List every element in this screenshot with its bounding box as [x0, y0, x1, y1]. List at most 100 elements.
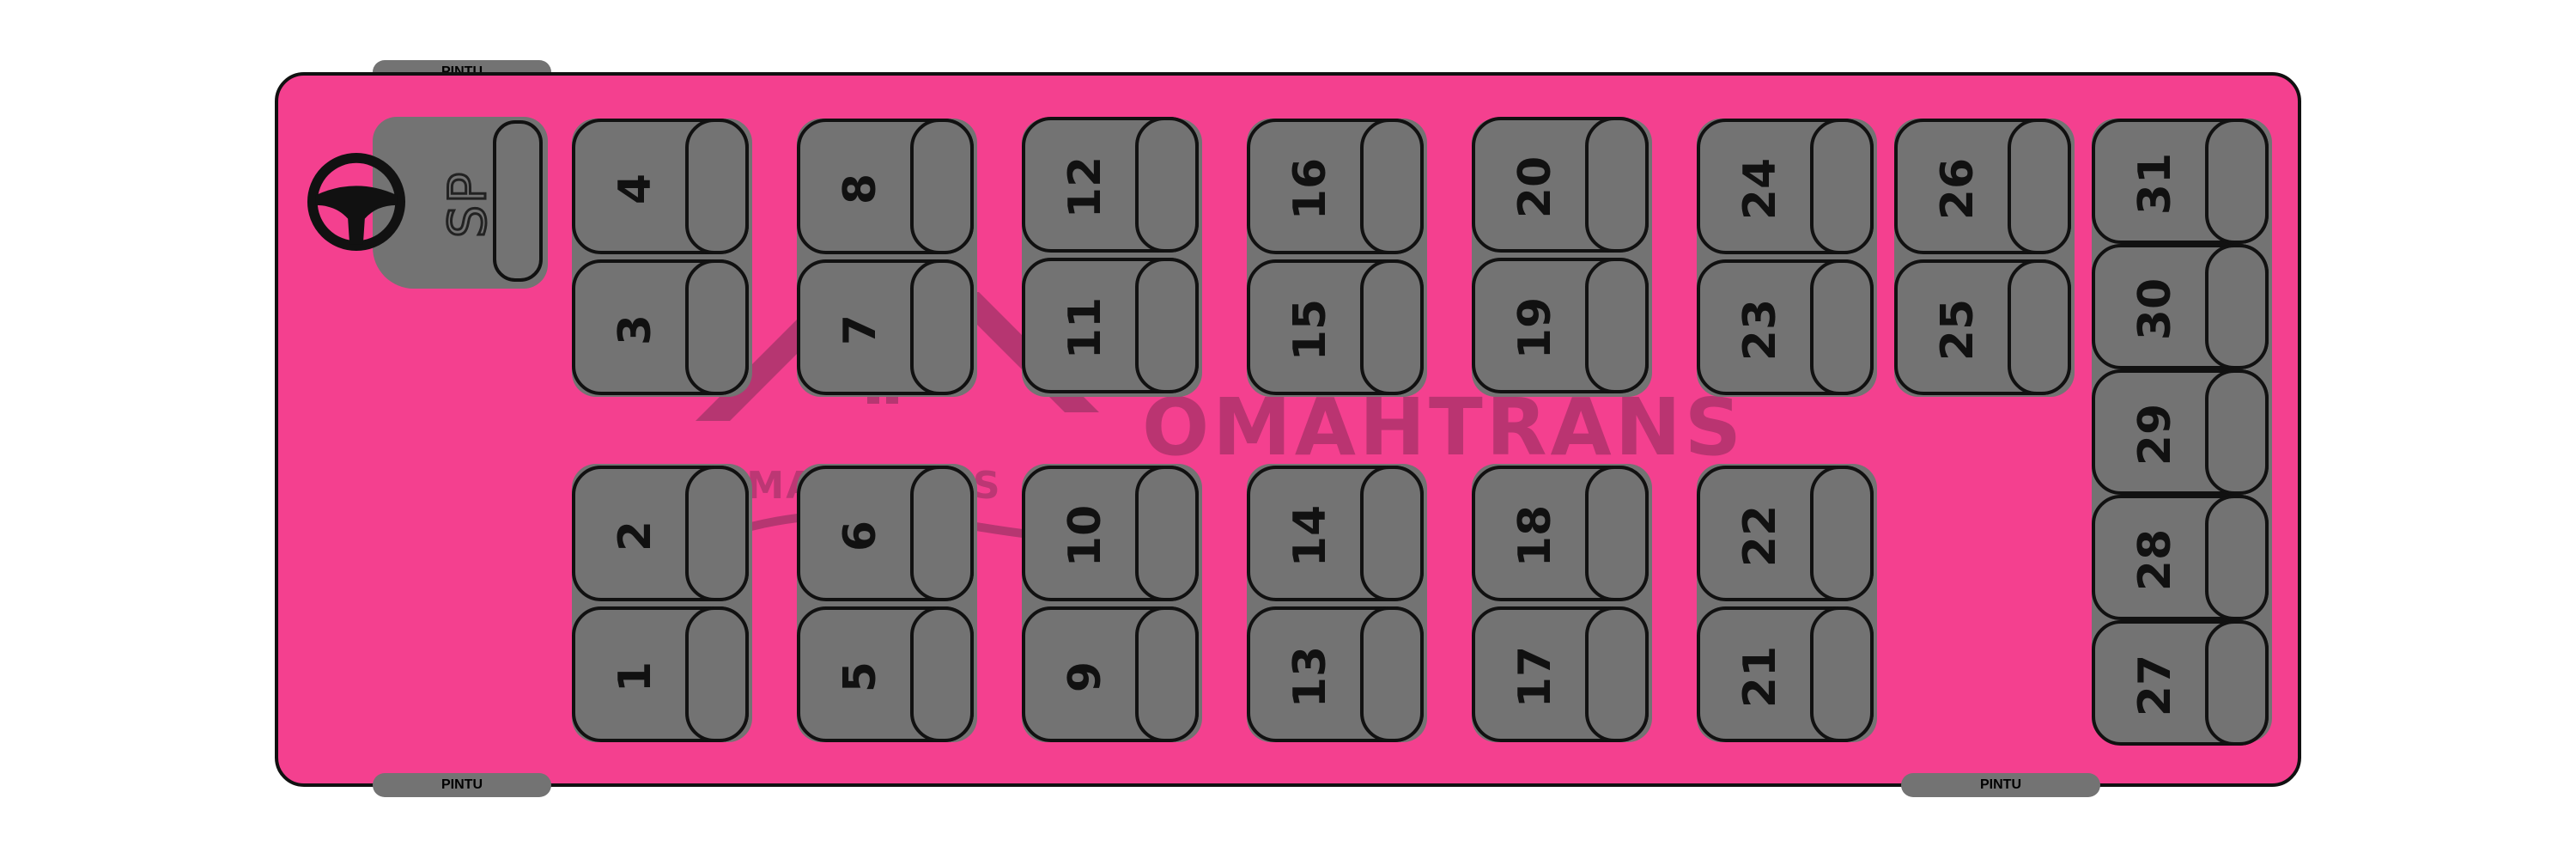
- seat-26[interactable]: 26: [1894, 119, 2071, 254]
- seat-number: 2: [610, 520, 661, 552]
- seat-back: [910, 606, 974, 742]
- seat-number: 20: [1510, 155, 1561, 219]
- seat-11[interactable]: 11: [1022, 258, 1199, 393]
- seat-back: [1135, 258, 1199, 393]
- seat-13[interactable]: 13: [1247, 606, 1424, 742]
- seat-number: 16: [1285, 157, 1336, 221]
- seat-number: 23: [1735, 298, 1786, 362]
- seat-back: [685, 606, 749, 742]
- seat-back: [2205, 244, 2269, 369]
- seat-back: [2205, 119, 2269, 244]
- seat-17[interactable]: 17: [1472, 606, 1649, 742]
- seat-number: 11: [1060, 296, 1111, 360]
- seat-back: [1810, 259, 1874, 395]
- seat-number: 4: [610, 173, 661, 205]
- seat-number: 12: [1060, 155, 1111, 219]
- seat-back: [1810, 119, 1874, 254]
- seat-18[interactable]: 18: [1472, 466, 1649, 601]
- driver-seat-label: SP: [437, 169, 500, 239]
- seat-back: [910, 259, 974, 395]
- steering-wheel-icon: [307, 152, 406, 252]
- seat-back: [1810, 466, 1874, 601]
- seat-number: 14: [1285, 504, 1336, 568]
- seat-number: 3: [610, 314, 661, 346]
- seat-3[interactable]: 3: [572, 259, 749, 395]
- watermark-brand: OMAHTRANS: [1142, 381, 1746, 473]
- seat-number: 30: [2129, 277, 2181, 341]
- seat-back: [910, 119, 974, 254]
- seat-10[interactable]: 10: [1022, 466, 1199, 601]
- seat-number: 6: [835, 520, 886, 552]
- seat-31[interactable]: 31: [2092, 119, 2269, 244]
- seat-back: [2008, 119, 2071, 254]
- seat-number: 1: [610, 661, 661, 693]
- seat-16[interactable]: 16: [1247, 119, 1424, 254]
- seat-number: 29: [2129, 403, 2181, 466]
- seat-back: [2205, 369, 2269, 495]
- seat-back: [1585, 606, 1649, 742]
- seat-12[interactable]: 12: [1022, 117, 1199, 253]
- seat-back: [685, 466, 749, 601]
- seat-6[interactable]: 6: [797, 466, 974, 601]
- seat-23[interactable]: 23: [1697, 259, 1874, 395]
- seat-number: 17: [1510, 645, 1561, 709]
- seat-back: [1135, 606, 1199, 742]
- seat-number: 21: [1735, 645, 1786, 709]
- seat-1[interactable]: 1: [572, 606, 749, 742]
- seat-14[interactable]: 14: [1247, 466, 1424, 601]
- door-bottom-left: PINTU: [373, 773, 551, 797]
- seat-29[interactable]: 29: [2092, 369, 2269, 495]
- seat-15[interactable]: 15: [1247, 259, 1424, 395]
- seat-22[interactable]: 22: [1697, 466, 1874, 601]
- seat-back: [1585, 258, 1649, 393]
- seat-back: [2008, 259, 2071, 395]
- seat-number: 31: [2129, 152, 2181, 216]
- seat-back: [2205, 495, 2269, 620]
- seat-back: [1585, 117, 1649, 253]
- seat-number: 27: [2129, 654, 2181, 717]
- seat-number: 15: [1285, 298, 1336, 362]
- seat-number: 18: [1510, 504, 1561, 568]
- seat-number: 22: [1735, 504, 1786, 568]
- seat-back: [1585, 466, 1649, 601]
- driver-seat-back: [493, 120, 543, 282]
- seat-27[interactable]: 27: [2092, 620, 2269, 746]
- seat-28[interactable]: 28: [2092, 495, 2269, 620]
- seat-back: [910, 466, 974, 601]
- seat-20[interactable]: 20: [1472, 117, 1649, 253]
- seat-number: 19: [1510, 296, 1561, 360]
- seat-back: [685, 259, 749, 395]
- seat-number: 5: [835, 661, 886, 693]
- seat-number: 24: [1735, 157, 1786, 221]
- seat-number: 26: [1932, 157, 1984, 221]
- seat-back: [1810, 606, 1874, 742]
- seat-7[interactable]: 7: [797, 259, 974, 395]
- seat-number: 13: [1285, 645, 1336, 709]
- driver-seat: SP: [373, 117, 548, 289]
- seat-24[interactable]: 24: [1697, 119, 1874, 254]
- seat-number: 8: [835, 173, 886, 205]
- seat-number: 10: [1060, 504, 1111, 568]
- seat-number: 28: [2129, 528, 2181, 592]
- seat-back: [1360, 119, 1424, 254]
- seat-21[interactable]: 21: [1697, 606, 1874, 742]
- seat-8[interactable]: 8: [797, 119, 974, 254]
- seat-30[interactable]: 30: [2092, 244, 2269, 369]
- door-bottom-right: PINTU: [1901, 773, 2100, 797]
- seat-9[interactable]: 9: [1022, 606, 1199, 742]
- seat-25[interactable]: 25: [1894, 259, 2071, 395]
- seat-19[interactable]: 19: [1472, 258, 1649, 393]
- seat-5[interactable]: 5: [797, 606, 974, 742]
- seat-4[interactable]: 4: [572, 119, 749, 254]
- seat-back: [1360, 606, 1424, 742]
- seat-number: 9: [1060, 661, 1111, 693]
- seat-back: [1360, 259, 1424, 395]
- seat-back: [1135, 117, 1199, 253]
- seat-number: 7: [835, 314, 886, 346]
- seat-number: 25: [1932, 298, 1984, 362]
- seat-back: [1360, 466, 1424, 601]
- seat-back: [685, 119, 749, 254]
- seat-back: [1135, 466, 1199, 601]
- seat-2[interactable]: 2: [572, 466, 749, 601]
- seat-back: [2205, 620, 2269, 746]
